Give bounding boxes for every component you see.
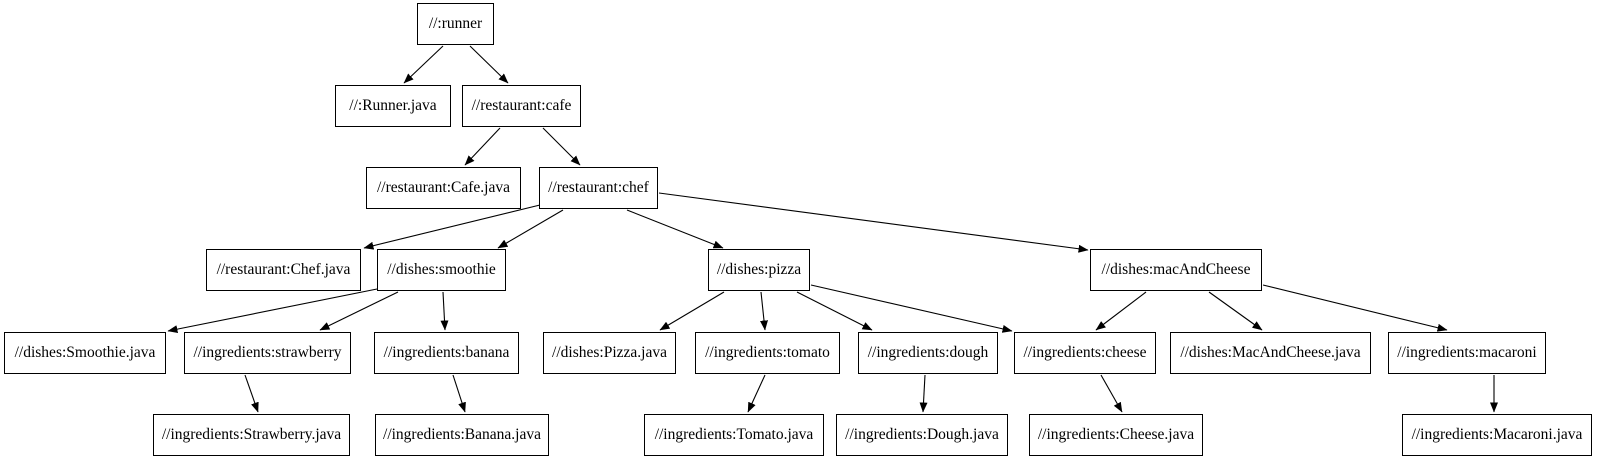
- graph-node-label: //ingredients:Banana.java: [383, 426, 541, 444]
- graph-node-tomato-java[interactable]: //ingredients:Tomato.java: [644, 414, 824, 456]
- graph-node-dishes-smoothie[interactable]: //dishes:smoothie: [377, 249, 506, 291]
- graph-node-ing-cheese[interactable]: //ingredients:cheese: [1014, 332, 1156, 374]
- graph-node-label: //ingredients:Tomato.java: [654, 426, 814, 444]
- graph-node-macaroni-java[interactable]: //ingredients:Macaroni.java: [1402, 414, 1592, 456]
- graph-node-label: //dishes:Pizza.java: [552, 344, 667, 362]
- graph-node-runner[interactable]: //:runner: [417, 3, 494, 45]
- graph-node-chef-java[interactable]: //restaurant:Chef.java: [206, 249, 361, 291]
- graph-edge: [626, 209, 724, 249]
- graph-edge: [497, 209, 564, 249]
- graph-node-cheese-java[interactable]: //ingredients:Cheese.java: [1029, 414, 1203, 456]
- graph-node-banana-java[interactable]: //ingredients:Banana.java: [375, 414, 549, 456]
- graph-node-ing-strawberry[interactable]: //ingredients:strawberry: [184, 332, 351, 374]
- graph-edge: [1100, 374, 1123, 413]
- graph-edge: [760, 291, 768, 331]
- graph-node-strawberry-java[interactable]: //ingredients:Strawberry.java: [153, 414, 350, 456]
- graph-node-label: //ingredients:Dough.java: [845, 426, 999, 444]
- graph-node-label: //restaurant:cafe: [471, 97, 572, 115]
- graph-node-label: //dishes:pizza: [716, 261, 802, 279]
- graph-edge: [452, 374, 466, 413]
- graph-node-label: //restaurant:chef: [548, 179, 649, 197]
- graph-edge: [363, 204, 541, 250]
- graph-node-label: //dishes:smoothie: [387, 261, 496, 279]
- graph-node-ing-macaroni[interactable]: //ingredients:macaroni: [1388, 332, 1546, 374]
- graph-node-label: //ingredients:tomato: [705, 344, 830, 362]
- graph-edge: [542, 127, 581, 166]
- graph-node-runner-java[interactable]: //:Runner.java: [335, 85, 451, 127]
- graph-edge: [810, 284, 1013, 333]
- graph-node-ing-tomato[interactable]: //ingredients:tomato: [695, 332, 840, 374]
- graph-edge: [659, 291, 725, 331]
- graph-node-label: //dishes:MacAndCheese.java: [1180, 344, 1361, 362]
- graph-node-dishes-pizza[interactable]: //dishes:pizza: [708, 249, 810, 291]
- graph-node-label: //ingredients:Strawberry.java: [161, 426, 342, 444]
- graph-node-label: //restaurant:Chef.java: [216, 261, 351, 279]
- graph-node-smoothie-java[interactable]: //dishes:Smoothie.java: [4, 332, 166, 374]
- graph-node-macandcheese-java[interactable]: //dishes:MacAndCheese.java: [1170, 332, 1371, 374]
- graph-node-label: //:runner: [428, 15, 483, 33]
- graph-node-dishes-macandcheese[interactable]: //dishes:macAndCheese: [1090, 249, 1262, 291]
- graph-node-restaurant-chef[interactable]: //restaurant:chef: [539, 167, 658, 209]
- graph-node-label: //ingredients:cheese: [1023, 344, 1147, 362]
- graph-edge: [167, 288, 378, 334]
- graph-node-label: //:Runner.java: [349, 97, 437, 115]
- graph-node-restaurant-cafe[interactable]: //restaurant:cafe: [462, 85, 581, 127]
- graph-node-label: //ingredients:strawberry: [193, 344, 342, 362]
- graph-edge: [658, 192, 1089, 253]
- graph-node-label: //ingredients:Cheese.java: [1037, 426, 1195, 444]
- graph-edge: [1262, 284, 1448, 332]
- graph-node-label: //dishes:macAndCheese: [1101, 261, 1251, 279]
- graph-edge: [464, 127, 501, 166]
- graph-edge: [796, 291, 873, 331]
- graph-node-cafe-java[interactable]: //restaurant:Cafe.java: [366, 167, 521, 209]
- graph-node-ing-banana[interactable]: //ingredients:banana: [374, 332, 519, 374]
- graph-node-pizza-java[interactable]: //dishes:Pizza.java: [543, 332, 676, 374]
- graph-node-label: //ingredients:macaroni: [1397, 344, 1537, 362]
- graph-node-dough-java[interactable]: //ingredients:Dough.java: [836, 414, 1008, 456]
- graph-node-label: //dishes:Smoothie.java: [14, 344, 156, 362]
- graph-edge: [244, 374, 259, 413]
- graph-node-label: //ingredients:banana: [383, 344, 510, 362]
- graph-edge: [319, 291, 399, 331]
- graph-node-label: //ingredients:Macaroni.java: [1411, 426, 1583, 444]
- graph-edge: [747, 374, 766, 413]
- graph-edge: [403, 45, 444, 84]
- graph-edge: [440, 291, 449, 331]
- graph-node-label: //ingredients:dough: [867, 344, 989, 362]
- graph-node-ing-dough[interactable]: //ingredients:dough: [858, 332, 998, 374]
- graph-node-label: //restaurant:Cafe.java: [377, 179, 510, 197]
- graph-edge: [1095, 291, 1147, 331]
- graph-edge: [919, 374, 928, 413]
- graph-edge: [1208, 291, 1263, 331]
- graph-edge: [469, 45, 509, 84]
